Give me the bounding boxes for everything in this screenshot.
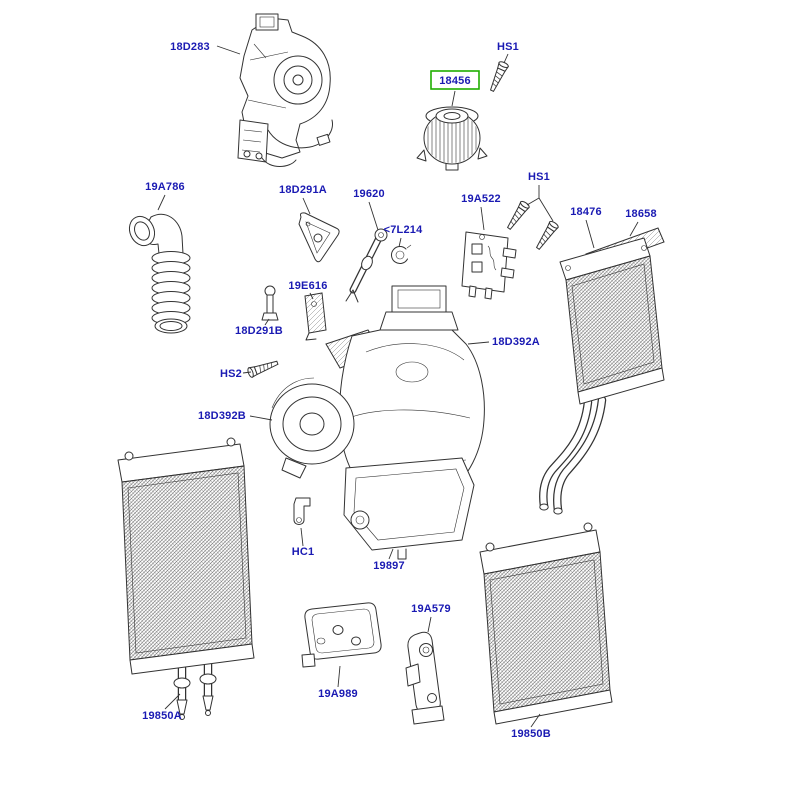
clip-hc1-drawing	[293, 497, 311, 525]
part-label-19A522[interactable]: 19A522	[461, 193, 501, 205]
part-label-19E616[interactable]: 19E616	[288, 280, 327, 292]
part-label-hc1[interactable]: HC1	[292, 546, 315, 558]
part-label-18D291B[interactable]: 18D291B	[235, 325, 283, 337]
clip-7L214-drawing	[391, 244, 412, 265]
housing-18D392A-drawing	[325, 285, 485, 497]
blower-scroll-18D392B-drawing	[269, 377, 355, 479]
heater-core-18476-drawing	[539, 237, 665, 515]
part-label-19A786[interactable]: 19A786	[145, 181, 185, 193]
part-label-hs2[interactable]: HS2	[220, 368, 242, 380]
part-label-18658[interactable]: 18658	[625, 208, 657, 220]
part-label-19850A[interactable]: 19850A	[142, 710, 182, 722]
part-label-19A989[interactable]: 19A989	[318, 688, 358, 700]
part-label-hs1-top[interactable]: HS1	[497, 41, 519, 53]
drain-tray-19A989-drawing	[301, 602, 382, 668]
part-label-18456[interactable]: 18456	[439, 75, 471, 87]
blower-motor-18456-drawing	[416, 106, 488, 171]
part-label-19850B[interactable]: 19850B	[511, 728, 551, 740]
heater-assembly-18D283-drawing	[237, 13, 333, 167]
lever-19620-drawing	[345, 228, 388, 303]
part-label-18D283[interactable]: 18D283	[170, 41, 210, 53]
stud-18D291B-drawing	[261, 285, 279, 321]
part-label-19897[interactable]: 19897	[373, 560, 405, 572]
part-label-18D392A[interactable]: 18D392A	[492, 336, 540, 348]
bracket-19E616-drawing	[304, 292, 327, 341]
screw-hs1-top-drawing	[486, 60, 510, 94]
part-label-18D392B[interactable]: 18D392B	[198, 410, 246, 422]
part-labels: 18D283 HS1 18456 19A786 18D291A 19620 <7…	[142, 41, 657, 740]
lower-case-19897-drawing	[343, 457, 475, 560]
leader-lines	[157, 45, 639, 728]
bracket-18D291A-drawing	[298, 212, 340, 263]
part-label-7L214[interactable]: <7L214	[384, 224, 423, 236]
part-label-18476[interactable]: 18476	[570, 206, 602, 218]
bracket-19A579-drawing	[405, 631, 445, 725]
part-label-19A579[interactable]: 19A579	[411, 603, 451, 615]
evaporator-19850A-drawing	[117, 437, 255, 720]
flexible-duct-19A786-drawing	[128, 213, 191, 334]
highlight-box	[430, 70, 480, 90]
screws-hs1-mid-drawing	[504, 199, 560, 252]
highlighted-part-label-18456[interactable]: 18456	[430, 70, 480, 90]
resistor-19A522-drawing	[461, 231, 517, 300]
evaporator-19850B-drawing	[479, 522, 613, 725]
screw-hs2-drawing	[246, 357, 280, 379]
part-label-18D291A[interactable]: 18D291A	[279, 184, 327, 196]
part-label-hs1-mid[interactable]: HS1	[528, 171, 550, 183]
part-label-19620[interactable]: 19620	[353, 188, 385, 200]
